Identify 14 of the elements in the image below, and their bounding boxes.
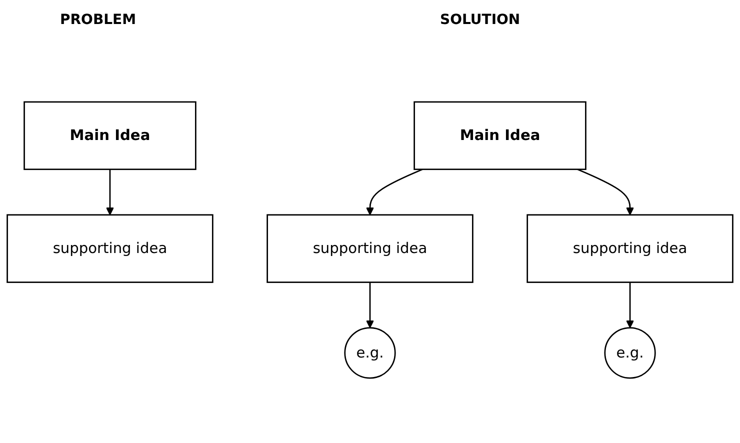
arrow — [626, 282, 634, 328]
node-box: supporting idea — [266, 214, 474, 283]
arrow — [366, 282, 374, 328]
node-circle: e.g. — [344, 327, 396, 379]
arrow — [577, 168, 634, 216]
arrow — [106, 169, 114, 216]
node-box: supporting idea — [526, 214, 734, 283]
section-heading: PROBLEM — [60, 12, 136, 28]
node-circle: e.g. — [604, 327, 656, 379]
node-box: Main Idea — [24, 101, 196, 170]
arrow — [366, 168, 423, 216]
node-box: supporting idea — [6, 214, 214, 283]
section-heading: SOLUTION — [440, 12, 520, 28]
node-box: Main Idea — [414, 101, 586, 170]
